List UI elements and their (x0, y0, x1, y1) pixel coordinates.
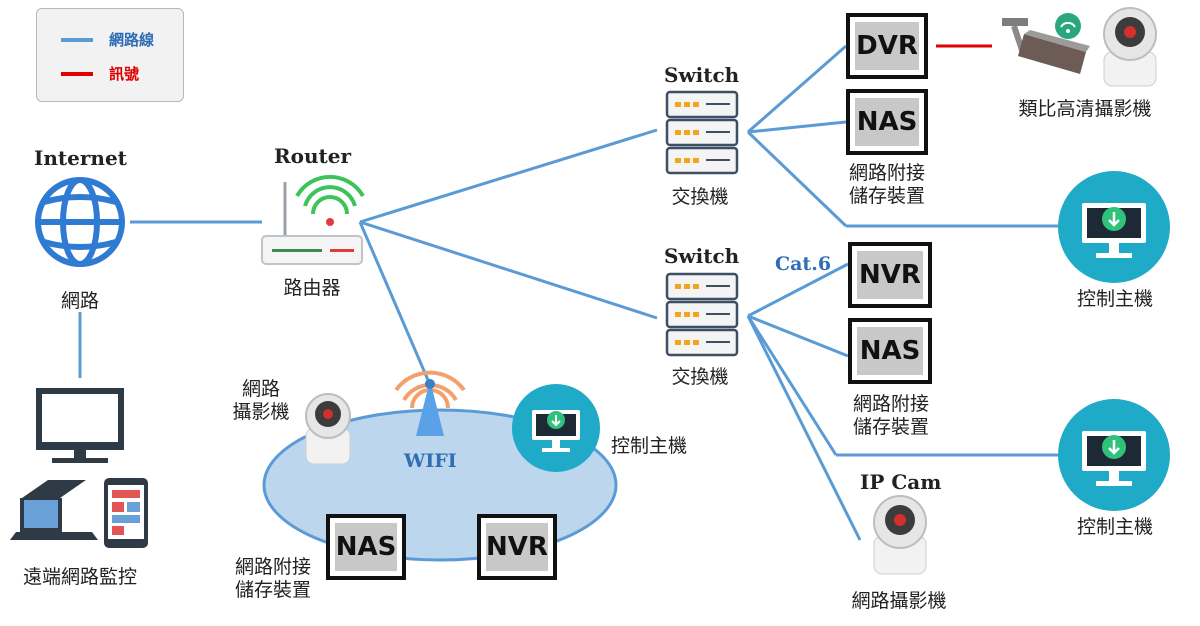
monitor-icon (36, 388, 124, 463)
ipcam-title: IP Cam (860, 470, 942, 494)
legend: 網路線 訊號 (36, 8, 184, 102)
legend-network-label: 網路線 (109, 31, 155, 49)
wifi-camera-label: 網路 攝影機 (232, 378, 290, 423)
wifi-nvr-text: NVR (486, 523, 548, 571)
switch-top-pc-label: 控制主機 (1076, 288, 1153, 310)
legend-signal-swatch (61, 72, 93, 76)
dome-camera-icon (305, 393, 351, 465)
switch-top-nas-label: 網路附接 儲存裝置 (848, 162, 925, 207)
wifi-antenna-icon (394, 370, 466, 436)
switch-bottom-nas-box: NAS (848, 318, 932, 384)
network-lines (78, 44, 1060, 541)
router-title: Router (274, 144, 352, 168)
switch-icon (665, 272, 739, 357)
switch-bottom-pc-label: 控制主機 (1076, 516, 1153, 538)
switch-bottom-nas-text: NAS (857, 327, 923, 375)
router-label: 路由器 (283, 277, 341, 299)
nvr-text: NVR (857, 251, 923, 299)
analog-camera-label: 類比高清攝影機 (1018, 98, 1152, 120)
switch-top-nas-box: NAS (846, 89, 928, 155)
dvr-text: DVR (855, 22, 919, 70)
bullet-camera-icon (1002, 13, 1090, 74)
switch-top-title: Switch (664, 63, 740, 87)
cable-label: Cat.6 (775, 253, 832, 275)
switch-icon (665, 90, 739, 175)
wifi-nvr-box: NVR (477, 514, 557, 580)
switch-bottom-title: Switch (664, 244, 740, 268)
ipcam-label: 網路攝影機 (851, 590, 947, 612)
dome-camera-icon (1103, 7, 1157, 87)
nvr-box: NVR (848, 242, 932, 308)
wifi-pc-label: 控制主機 (610, 435, 687, 457)
dome-camera-icon (873, 495, 927, 575)
router-icon (261, 174, 365, 265)
control-pc-icon (1058, 171, 1170, 283)
switch-bottom-nas-label: 網路附接 儲存裝置 (852, 393, 929, 438)
control-pc-icon (512, 384, 600, 472)
laptop-icon (10, 480, 98, 540)
legend-signal-label: 訊號 (109, 65, 140, 83)
dvr-box: DVR (846, 13, 928, 79)
switch-bottom-label: 交換機 (671, 366, 729, 388)
wifi-nas-label: 網路附接 儲存裝置 (234, 556, 311, 601)
internet-title: Internet (34, 146, 127, 170)
switch-top-nas-text: NAS (855, 98, 919, 146)
tablet-icon (104, 478, 148, 548)
wifi-nas-text: NAS (335, 523, 397, 571)
wifi-nas-box: NAS (326, 514, 406, 580)
globe-icon (35, 177, 125, 267)
switch-top-label: 交換機 (671, 186, 729, 208)
control-pc-icon (1058, 399, 1170, 511)
wifi-title: WIFI (404, 450, 457, 472)
legend-network-swatch (61, 38, 93, 42)
remote-monitoring-label: 遠端網路監控 (22, 566, 137, 588)
internet-label: 網路 (60, 290, 99, 312)
